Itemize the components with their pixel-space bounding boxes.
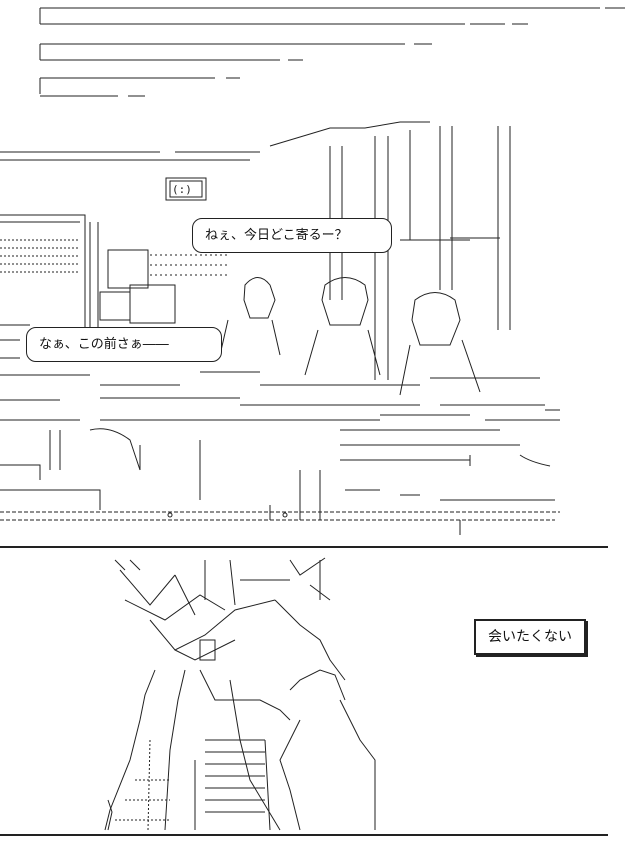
speech-bubble-top-right-text: ねぇ、今日どこ寄るー？ [205,228,348,243]
caption-text: 会いたくない [488,629,572,645]
top-text-lines [39,7,625,97]
caption-box: 会いたくない [474,619,586,655]
speech-bubble-top-right: ねぇ、今日どこ寄るー？ [192,218,392,253]
classroom-clock: (:) [172,183,192,196]
character-closeup [104,557,376,831]
classroom-scene [0,121,560,535]
speech-bubble-left: なぁ、この前さぁ―― [26,327,222,362]
speech-bubble-left-text: なぁ、この前さぁ―― [39,337,169,352]
